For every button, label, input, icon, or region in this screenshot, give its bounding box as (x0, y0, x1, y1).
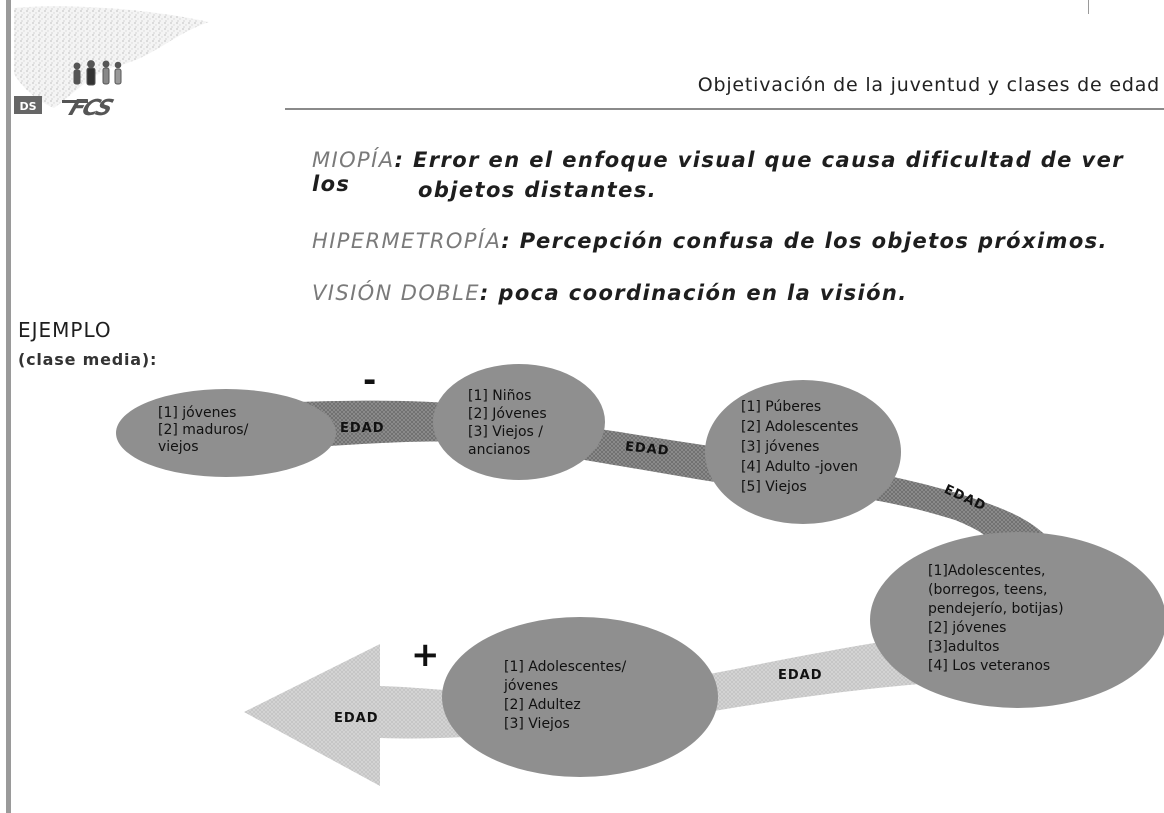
header-divider (285, 108, 1164, 110)
band-label-edad-4: EDAD (778, 668, 823, 683)
node-text-1: [1] jóvenes[2] maduros/viejos (158, 405, 249, 455)
node-line: [4] Los veteranos (928, 658, 1050, 674)
node-ellipse-3 (705, 380, 901, 524)
band-label-edad-5: EDAD (334, 711, 379, 726)
definition-miopia-continuation: objetos distantes. (418, 178, 658, 202)
node-line: [1] Adolescentes/ (504, 659, 626, 675)
definition-vision-doble: VISIÓN DOBLE: poca coordinación en la vi… (312, 281, 908, 305)
definition-term: HIPERMETROPÍA (312, 229, 502, 253)
node-text-4: [1]Adolescentes, (borregos, teens, pendeje… (928, 563, 1064, 674)
node-ellipse-2 (433, 364, 605, 480)
logo: DS FCS (14, 4, 214, 126)
page-title: Objetivación de la juventud y clases de … (697, 74, 1160, 96)
fcs-logo-bar (62, 100, 88, 103)
definition-term: MIOPÍA (312, 148, 395, 172)
minus-sign: - (363, 361, 376, 399)
node-line: ancianos (468, 442, 530, 458)
node-ellipse-1 (116, 389, 336, 477)
example-subtitle: (clase media): (18, 350, 158, 369)
definition-miopia: MIOPÍA: Error en el enfoque visual que c… (312, 148, 1124, 196)
definition-term: VISIÓN DOBLE (312, 281, 480, 305)
node-ellipse-4 (870, 532, 1164, 708)
map-texture-shape (14, 6, 209, 109)
people-icon (73, 60, 122, 86)
node-line: [4] Adulto -joven (741, 459, 858, 475)
node-text-2: [1] Niños [2] Jóvenes [3] Viejos / ancianos (468, 388, 547, 458)
node-line: [1] Púberes (741, 399, 821, 415)
node-ellipse-5 (442, 617, 718, 777)
band-label-edad-1: EDAD (340, 421, 385, 436)
node-line: [2] Jóvenes (468, 406, 547, 422)
definition-text: poca coordinación en la visión. (489, 281, 908, 305)
node-text-3: [1] Púberes [2] Adolescentes [3] jóvenes [4… (741, 399, 858, 495)
node-line: [2] Adultez (504, 697, 581, 713)
example-title: EJEMPLO (18, 318, 112, 342)
node-line: [2] jóvenes (928, 620, 1006, 636)
ds-logo-box (14, 96, 42, 114)
ds-logo-text: DS (19, 100, 36, 113)
node-line: [3] Viejos (504, 716, 570, 732)
node-line: pendejerío, botijas) (928, 601, 1064, 617)
node-line: [3] jóvenes (741, 439, 819, 455)
upper-band (300, 400, 1062, 560)
definition-hipermetropia: HIPERMETROPÍA: Percepción confusa de los… (312, 229, 1108, 253)
node-line: [1]Adolescentes, (928, 563, 1045, 579)
node-line: [2] Adolescentes (741, 419, 858, 435)
node-line: [3]adultos (928, 639, 999, 655)
band-label-edad-2: EDAD (624, 439, 670, 459)
left-border-bar (6, 0, 11, 813)
node-line: jóvenes (503, 678, 558, 694)
definition-text: Error en el enfoque visual que causa dif… (312, 148, 1124, 196)
definition-text: Percepción confusa de los objetos próxim… (511, 229, 1108, 253)
node-line: [5] Viejos (741, 479, 807, 495)
top-divider-tick (1088, 0, 1089, 14)
node-line: [2] maduros/ (158, 422, 249, 438)
node-line: [3] Viejos / (468, 424, 543, 440)
node-line: [1] jóvenes (158, 405, 236, 421)
node-line: [1] Niños (468, 388, 531, 404)
logo-graphic: DS FCS (14, 6, 209, 121)
node-line: viejos (158, 439, 199, 455)
node-line: (borregos, teens, (928, 582, 1047, 598)
plus-sign: + (411, 635, 440, 675)
node-text-5: [1] Adolescentes/jóvenes [2] Adultez [3] V… (503, 659, 626, 732)
